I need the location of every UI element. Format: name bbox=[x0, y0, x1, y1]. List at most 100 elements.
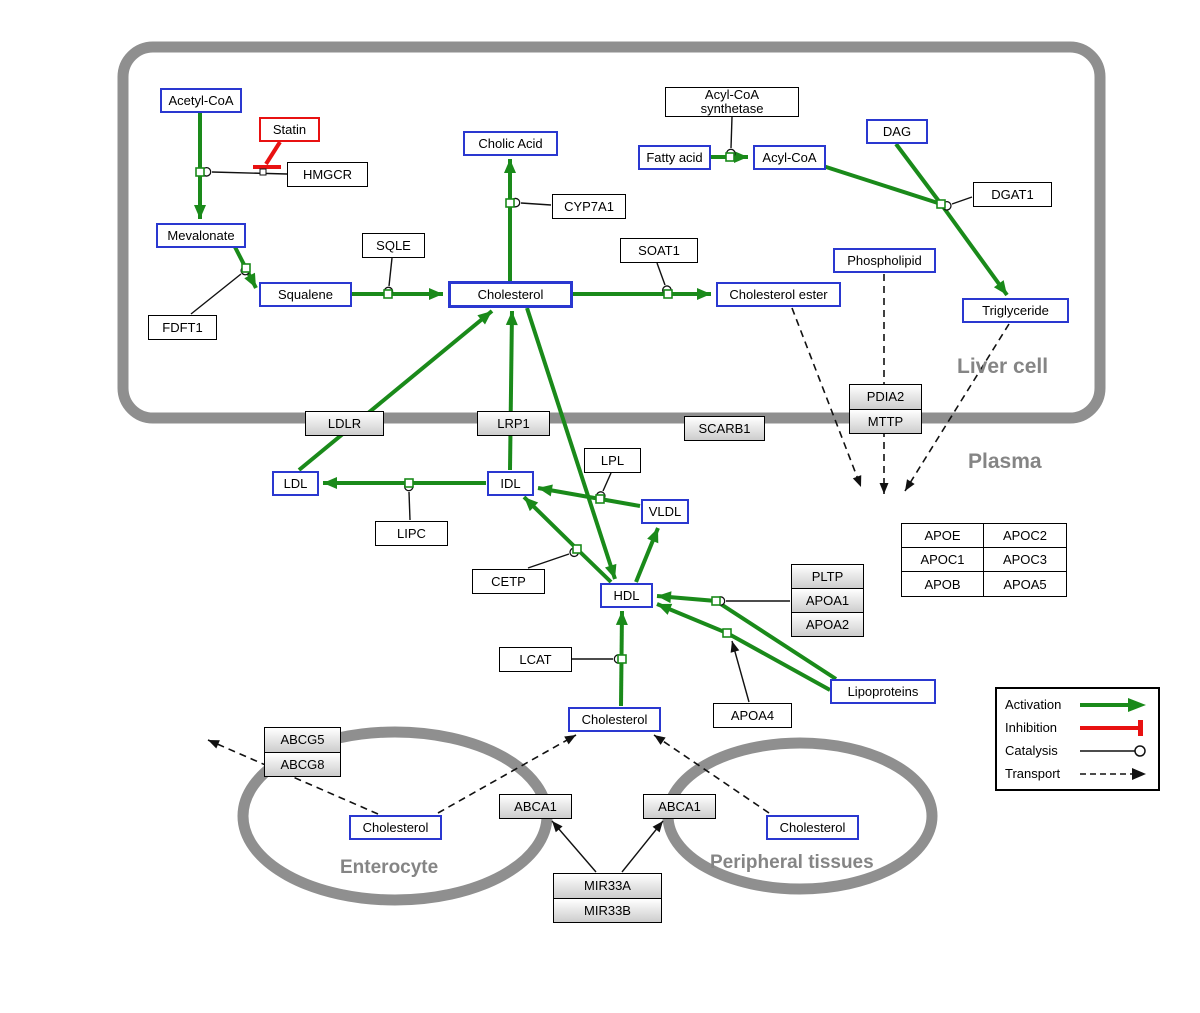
node-pltp[interactable]: PLTP bbox=[792, 565, 863, 589]
node-cholesterol-peripheral[interactable]: Cholesterol bbox=[766, 815, 859, 840]
reaction-anchor bbox=[404, 478, 414, 488]
catalysis-cetp bbox=[527, 547, 580, 569]
node-squalene[interactable]: Squalene bbox=[259, 282, 352, 307]
transport-triglyceride-to-plasma bbox=[904, 323, 1010, 492]
node-abca1-enterocyte[interactable]: ABCA1 bbox=[499, 794, 572, 819]
node-lipoproteins[interactable]: Lipoproteins bbox=[830, 679, 936, 704]
node-cetp[interactable]: CETP bbox=[472, 569, 545, 594]
node-scarb1[interactable]: SCARB1 bbox=[684, 416, 765, 441]
catalysis-lipc bbox=[403, 481, 414, 521]
edge-cholesterol-liver-to-hdl bbox=[525, 307, 617, 580]
reaction-anchor bbox=[572, 544, 582, 554]
transport-dashed-arrow-icon bbox=[1076, 765, 1150, 783]
node-pdia2[interactable]: PDIA2 bbox=[850, 385, 921, 410]
node-idl[interactable]: IDL bbox=[487, 471, 534, 496]
node-lipc[interactable]: LIPC bbox=[375, 521, 448, 546]
reaction-anchor bbox=[936, 199, 946, 209]
node-apoc2[interactable]: APOC2 bbox=[984, 524, 1066, 548]
node-fdft1[interactable]: FDFT1 bbox=[148, 315, 217, 340]
node-phospholipid[interactable]: Phospholipid bbox=[833, 248, 936, 273]
edge-acylcoa-to-dgat1-node bbox=[822, 164, 942, 206]
node-abcg8[interactable]: ABCG8 bbox=[265, 752, 340, 776]
catalysis-circle-icon bbox=[1076, 742, 1150, 760]
reaction-anchor bbox=[195, 167, 205, 177]
node-cholesterol-plasma[interactable]: Cholesterol bbox=[568, 707, 661, 732]
catalysis-cyp7a1 bbox=[510, 197, 552, 208]
node-cholesterol-liver[interactable]: Cholesterol bbox=[448, 281, 573, 308]
legend-catalysis-label: Catalysis bbox=[1005, 743, 1058, 758]
catalysis-soat1 bbox=[656, 262, 672, 296]
node-lrp1[interactable]: LRP1 bbox=[477, 411, 550, 436]
reaction-anchors bbox=[195, 152, 946, 664]
node-dag[interactable]: DAG bbox=[866, 119, 928, 144]
node-sqle[interactable]: SQLE bbox=[362, 233, 425, 258]
legend-row-activation: Activation bbox=[1005, 693, 1150, 716]
node-apoa5[interactable]: APOA5 bbox=[1003, 576, 1047, 592]
catalysis-fdft1 bbox=[190, 265, 251, 315]
reaction-anchor bbox=[595, 494, 605, 504]
node-apoc3[interactable]: APOC3 bbox=[984, 548, 1066, 572]
edge-idl-to-cholesterol-liver bbox=[505, 310, 518, 471]
reaction-anchor bbox=[505, 198, 515, 208]
node-acyl-coa-synthetase[interactable]: Acyl-CoA synthetase bbox=[665, 87, 799, 117]
transport-cholesterol-enterocyte-abcg bbox=[207, 739, 379, 815]
node-vldl[interactable]: VLDL bbox=[641, 499, 689, 524]
node-mir33b[interactable]: MIR33B bbox=[554, 898, 661, 922]
legend: Activation Inhibition Catalysis Transpor… bbox=[995, 687, 1160, 791]
node-apob[interactable]: APOB bbox=[902, 572, 984, 596]
edge-ldl-to-cholesterol-liver bbox=[297, 309, 494, 472]
reaction-anchor bbox=[617, 654, 627, 664]
node-cyp7a1[interactable]: CYP7A1 bbox=[552, 194, 626, 219]
node-abcg5[interactable]: ABCG5 bbox=[265, 728, 340, 753]
node-cholic-acid[interactable]: Cholic Acid bbox=[463, 131, 558, 156]
acyl-coa-synthetase-line1: Acyl-CoA bbox=[704, 87, 760, 102]
inhibition-statin-line bbox=[264, 140, 282, 166]
node-cholesterol-enterocyte[interactable]: Cholesterol bbox=[349, 815, 442, 840]
node-mttp[interactable]: MTTP bbox=[850, 409, 921, 433]
node-lpl[interactable]: LPL bbox=[584, 448, 641, 473]
liver-cell-label: Liver cell bbox=[957, 355, 1049, 378]
catalysis-dgat1 bbox=[941, 196, 973, 211]
enterocyte-label: Enterocyte bbox=[340, 857, 439, 878]
inhibition-tbar-icon bbox=[1076, 719, 1150, 737]
reaction-anchor bbox=[711, 596, 721, 606]
node-abcg5-abcg8-complex[interactable]: ABCG5 ABCG8 bbox=[264, 727, 341, 777]
node-soat1[interactable]: SOAT1 bbox=[620, 238, 698, 263]
reaction-anchor bbox=[722, 628, 732, 638]
node-apoe[interactable]: APOE bbox=[902, 524, 984, 548]
catalysis-edges bbox=[190, 116, 973, 664]
edge-vldl-to-idl bbox=[537, 484, 641, 508]
node-acetyl-coa[interactable]: Acetyl-CoA bbox=[160, 88, 242, 113]
node-lcat[interactable]: LCAT bbox=[499, 647, 572, 672]
node-ldl[interactable]: LDL bbox=[272, 471, 319, 496]
node-mir33a[interactable]: MIR33A bbox=[554, 874, 661, 899]
node-apoc1[interactable]: APOC1 bbox=[902, 548, 984, 572]
catalysis-lpl bbox=[595, 472, 612, 501]
node-apoa2[interactable]: APOA2 bbox=[792, 613, 863, 636]
node-ldlr[interactable]: LDLR bbox=[305, 411, 384, 436]
arrow-apoa4-to-hdl-edge bbox=[730, 640, 750, 703]
node-pdia2-mttp-complex[interactable]: PDIA2 MTTP bbox=[849, 384, 922, 434]
node-fatty-acid[interactable]: Fatty acid bbox=[638, 145, 711, 170]
node-statin[interactable]: Statin bbox=[259, 117, 320, 142]
node-hmgcr[interactable]: HMGCR bbox=[287, 162, 368, 187]
legend-row-transport: Transport bbox=[1005, 762, 1150, 785]
inhibition-anchor bbox=[259, 168, 267, 176]
node-mevalonate[interactable]: Mevalonate bbox=[156, 223, 246, 248]
catalysis-sqle bbox=[383, 257, 394, 297]
node-apoa1[interactable]: APOA1 bbox=[792, 589, 863, 613]
node-dgat1[interactable]: DGAT1 bbox=[973, 182, 1052, 207]
node-mir33-complex[interactable]: MIR33A MIR33B bbox=[553, 873, 662, 923]
reaction-anchor bbox=[241, 263, 251, 273]
node-abca1-peripheral[interactable]: ABCA1 bbox=[643, 794, 716, 819]
node-apoa4[interactable]: APOA4 bbox=[713, 703, 792, 728]
node-hdl[interactable]: HDL bbox=[600, 583, 653, 608]
legend-inhibition-label: Inhibition bbox=[1005, 720, 1058, 735]
node-cholesterol-ester[interactable]: Cholesterol ester bbox=[716, 282, 841, 307]
node-pltp-apoa-complex[interactable]: PLTP APOA1 APOA2 bbox=[791, 564, 864, 637]
node-triglyceride[interactable]: Triglyceride bbox=[962, 298, 1069, 323]
apolipoprotein-table[interactable]: APOE APOC2 APOC1 APOC3 APOB APOA5 bbox=[901, 523, 1067, 597]
node-acyl-coa[interactable]: Acyl-CoA bbox=[753, 145, 826, 170]
legend-row-catalysis: Catalysis bbox=[1005, 739, 1150, 762]
